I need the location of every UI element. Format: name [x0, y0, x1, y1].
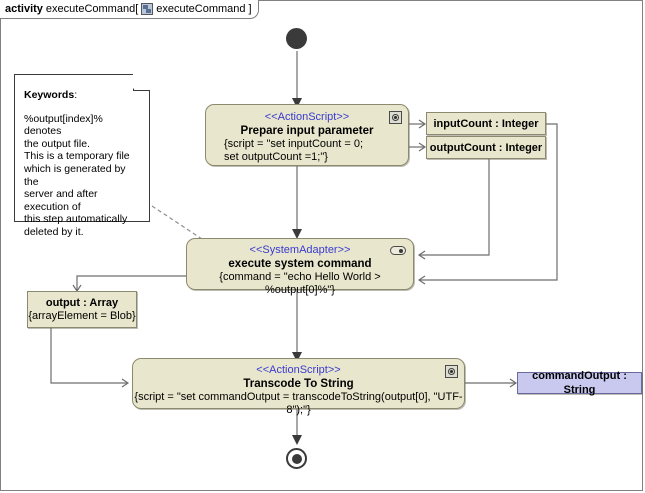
object-command-output-label: commandOutput : String — [532, 370, 627, 396]
script-icon — [445, 365, 458, 378]
note-line-2: the output file. — [24, 137, 90, 150]
object-command-output[interactable]: commandOutput : String — [517, 370, 642, 396]
object-output-array[interactable]: output : Array {arrayElement = Blob} — [27, 291, 137, 328]
note-fold-corner — [133, 73, 150, 91]
action-prepare-body-line-2: set outputCount =1;"} — [224, 151, 328, 163]
keywords-note: Keywords: %output[index]% denotes the ou… — [14, 73, 150, 238]
note-title-suffix: : — [74, 89, 78, 101]
initial-node — [286, 28, 307, 49]
action-execute-name: execute system command — [228, 258, 372, 270]
action-transcode-stereotype: <<ActionScript>> — [256, 364, 341, 376]
note-line-7: deleted by it. — [24, 225, 84, 238]
object-input-count-label: inputCount : Integer — [433, 117, 539, 130]
note-line-4: which is generated by the — [24, 162, 126, 188]
action-transcode-to-string[interactable]: <<ActionScript>> Transcode To String {sc… — [132, 358, 465, 416]
action-execute-body-line-1: {command = "echo Hello World > %output[0… — [219, 271, 381, 296]
frame-name: executeCommand[ — [45, 3, 139, 15]
note-line-5: server and after execution of — [24, 188, 98, 213]
action-transcode-name: Transcode To String — [243, 378, 354, 390]
frame-keyword: activity — [5, 3, 43, 15]
object-output-count-label: outputCount : Integer — [429, 141, 543, 154]
object-output-array-sub: {arrayElement = Blob} — [28, 310, 136, 322]
frame-tab-header: activity executeCommand[ executeCommand … — [0, 0, 259, 19]
note-text: Keywords: %output[index]% denotes the ou… — [15, 75, 149, 245]
object-output-array-label: output : Array — [45, 297, 119, 309]
object-input-count[interactable]: inputCount : Integer — [426, 112, 546, 135]
action-prepare-name: Prepare input parameter — [240, 125, 374, 137]
frame-tab-name: executeCommand — [156, 3, 246, 15]
action-transcode-body-line-1: {script = "set commandOutput = transcode… — [134, 391, 463, 416]
frame-bracket-close: ] — [248, 3, 252, 15]
object-output-count[interactable]: outputCount : Integer — [426, 136, 546, 159]
note-title: Keywords — [24, 89, 75, 101]
note-line-3: This is a temporary file — [24, 150, 130, 163]
activity-final-node — [286, 448, 307, 469]
action-prepare-stereotype: <<ActionScript>> — [264, 111, 350, 123]
note-line-6: this step automatically — [24, 213, 128, 226]
action-execute-system-command[interactable]: <<SystemAdapter>> execute system command… — [186, 238, 414, 296]
note-line-1: %output[index]% denotes — [24, 112, 103, 138]
script-icon — [389, 111, 402, 124]
adapter-icon — [390, 246, 406, 255]
activity-diagram-icon — [141, 3, 154, 15]
note-title-row: Keywords: — [24, 89, 141, 102]
action-prepare-body-line-1: {script = "set inputCount = 0; — [224, 138, 364, 150]
action-prepare-input-parameter[interactable]: <<ActionScript>> Prepare input parameter… — [205, 104, 409, 166]
action-execute-stereotype: <<SystemAdapter>> — [249, 244, 351, 256]
